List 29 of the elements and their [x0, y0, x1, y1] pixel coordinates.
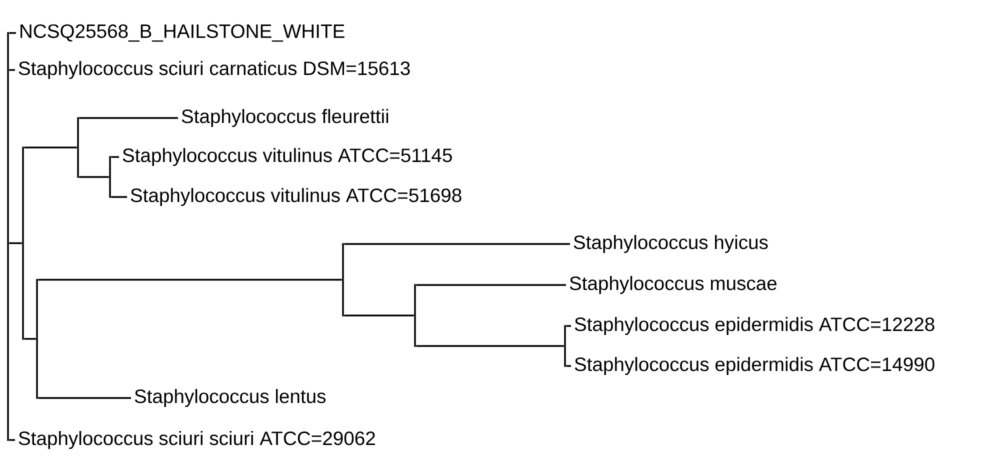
taxon-label: Staphylococcus lentus [134, 388, 326, 407]
taxon-label: Staphylococcus vitulinus ATCC=51145 [122, 148, 452, 166]
tree-branch [79, 176, 109, 178]
taxon-label: Staphylococcus epidermidis ATCC=12228 [574, 316, 934, 335]
tree-branch [9, 242, 22, 244]
taxon-label: Staphylococcus sciuri carnaticus DSM=15613 [18, 60, 410, 79]
tree-branch [9, 69, 16, 71]
taxon-label: NCSQ25568_B_HAILSTONE_WHITE [20, 24, 344, 42]
tree-branch [344, 314, 414, 316]
taxon-label: Staphylococcus epidermidis ATCC=14990 [574, 356, 934, 375]
tree-branch [24, 338, 36, 340]
taxon-label: Staphylococcus vitulinus ATCC=51698 [130, 188, 462, 206]
tree-branch [566, 365, 571, 367]
tree-branch [566, 325, 571, 327]
tree-branch [416, 345, 564, 347]
taxon-label: Staphylococcus fleurettii [182, 108, 388, 127]
taxon-label: Staphylococcus muscae [570, 276, 776, 294]
tree-branch [24, 146, 77, 148]
tree-branch [38, 278, 342, 281]
tree-branch [9, 32, 16, 34]
tree-branch [79, 117, 178, 119]
tree-branch [9, 439, 16, 441]
taxon-label: Staphylococcus hyicus [574, 234, 768, 253]
taxon-label: Staphylococcus sciuri sciuri ATCC=29062 [18, 430, 375, 449]
tree-branch [111, 196, 127, 198]
tree-branch [416, 284, 566, 286]
tree-branch [344, 243, 570, 245]
tree-branch [111, 156, 120, 158]
tree-branch [38, 397, 131, 399]
